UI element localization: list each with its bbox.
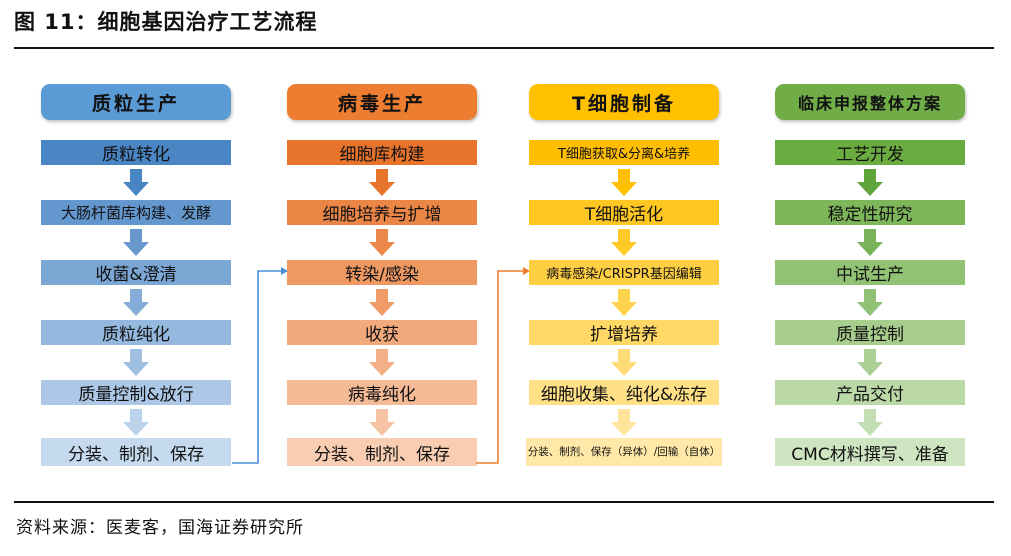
column-header-clinical: 临床申报整体方案 — [775, 84, 965, 120]
source-note: 资料来源：医麦客，国海证券研究所 — [16, 518, 304, 538]
step-clinical-5: 产品交付 — [775, 380, 965, 405]
step-tcell-4: 扩增培养 — [529, 320, 719, 345]
step-plasmid-3: 收菌&澄清 — [41, 260, 231, 285]
connector-virus-to-infection — [476, 270, 524, 464]
step-tcell-5: 细胞收集、纯化&冻存 — [529, 380, 719, 405]
down-arrow-icon — [857, 289, 883, 316]
connector-plasmid-to-transfection — [232, 270, 282, 464]
column-header-tcell: T细胞制备 — [529, 84, 719, 120]
step-tcell-6: 分装、制剂、保存（异体）/回输（自体） — [526, 438, 722, 466]
step-virus-1: 细胞库构建 — [287, 140, 477, 165]
down-arrow-icon — [857, 409, 883, 436]
step-plasmid-1: 质粒转化 — [41, 140, 231, 165]
down-arrow-icon — [123, 289, 149, 316]
top-rule — [14, 47, 994, 49]
figure-title: 图 11：细胞基因治疗工艺流程 — [14, 10, 318, 34]
step-clinical-1: 工艺开发 — [775, 140, 965, 165]
down-arrow-icon — [369, 349, 395, 376]
step-virus-3: 转染/感染 — [287, 260, 477, 285]
down-arrow-icon — [123, 169, 149, 196]
down-arrow-icon — [611, 409, 637, 436]
step-virus-6: 分装、制剂、保存 — [287, 438, 477, 466]
down-arrow-icon — [123, 409, 149, 436]
down-arrow-icon — [857, 349, 883, 376]
down-arrow-icon — [369, 409, 395, 436]
column-header-plasmid: 质粒生产 — [41, 84, 231, 120]
down-arrow-icon — [611, 229, 637, 256]
step-plasmid-4: 质粒纯化 — [41, 320, 231, 345]
bottom-rule — [14, 501, 994, 503]
down-arrow-icon — [611, 169, 637, 196]
step-virus-4: 收获 — [287, 320, 477, 345]
step-plasmid-5: 质量控制&放行 — [41, 380, 231, 405]
connector-plasmid-arrowhead — [281, 267, 288, 275]
step-virus-5: 病毒纯化 — [287, 380, 477, 405]
step-tcell-2: T细胞活化 — [529, 200, 719, 225]
connector-virus-arrowhead — [523, 267, 530, 275]
down-arrow-icon — [123, 229, 149, 256]
down-arrow-icon — [857, 229, 883, 256]
down-arrow-icon — [857, 169, 883, 196]
down-arrow-icon — [369, 169, 395, 196]
step-tcell-3: 病毒感染/CRISPR基因编辑 — [529, 260, 719, 285]
down-arrow-icon — [611, 289, 637, 316]
down-arrow-icon — [123, 349, 149, 376]
step-virus-2: 细胞培养与扩增 — [287, 200, 477, 225]
step-clinical-2: 稳定性研究 — [775, 200, 965, 225]
column-header-virus: 病毒生产 — [287, 84, 477, 120]
step-plasmid-2: 大肠杆菌库构建、发酵 — [41, 200, 231, 225]
down-arrow-icon — [369, 229, 395, 256]
step-tcell-1: T细胞获取&分离&培养 — [529, 140, 719, 165]
down-arrow-icon — [369, 289, 395, 316]
step-clinical-3: 中试生产 — [775, 260, 965, 285]
step-plasmid-6: 分装、制剂、保存 — [41, 438, 231, 466]
down-arrow-icon — [611, 349, 637, 376]
step-clinical-4: 质量控制 — [775, 320, 965, 345]
step-clinical-6: CMC材料撰写、准备 — [775, 438, 965, 466]
